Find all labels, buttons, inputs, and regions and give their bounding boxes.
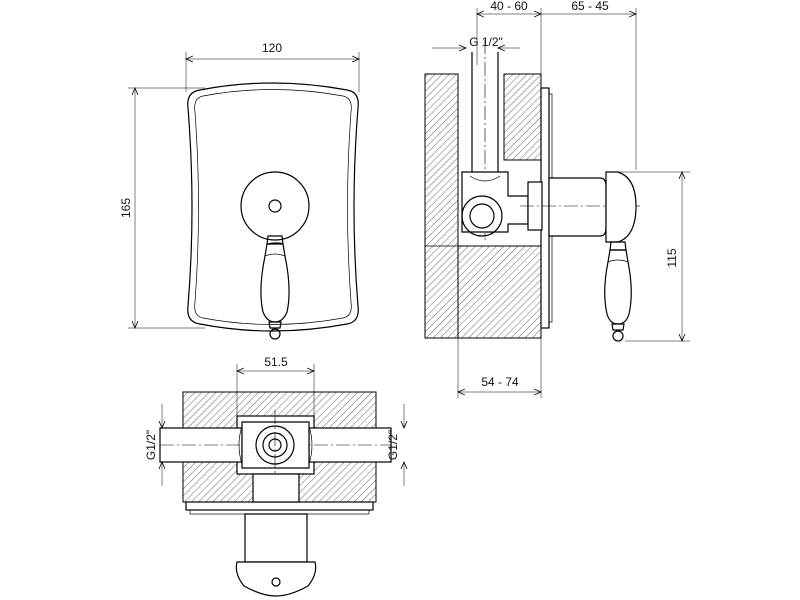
side-inlet-dimension: G 1/2" xyxy=(432,35,520,49)
bottom-view: 51.5 G1/2" G1/2 xyxy=(144,355,404,597)
side-projection-dimension: 65 - 45 xyxy=(541,0,636,170)
front-height-label: 165 xyxy=(119,198,133,218)
bottom-spacing-label: 51.5 xyxy=(264,355,288,369)
side-handle-height-dimension: 115 xyxy=(612,172,690,341)
side-rosette xyxy=(520,171,640,243)
bottom-inlet-pipes xyxy=(159,427,392,463)
bottom-inlet-left-label: G1/2" xyxy=(144,430,158,460)
side-wall-depth-label: 54 - 74 xyxy=(481,375,519,389)
cover-plate-inner-edge xyxy=(194,89,352,325)
side-valve-depth-dimension: 40 - 60 xyxy=(477,0,541,88)
cover-plate xyxy=(187,82,359,332)
bottom-cover-plate xyxy=(185,501,374,511)
front-width-label: 120 xyxy=(262,41,282,55)
bottom-handle-screw-icon xyxy=(271,577,281,587)
side-view: 40 - 60 65 - 45 G 1/2" xyxy=(424,0,690,398)
bottom-stem xyxy=(252,473,300,503)
valve-body xyxy=(461,171,529,237)
side-valve-depth-label: 40 - 60 xyxy=(490,0,528,13)
bottom-inlet-left-dimension: G1/2" xyxy=(144,404,162,486)
bottom-valve-body xyxy=(238,410,313,480)
front-view: 120 165 xyxy=(119,41,359,340)
wall-section-upper-right xyxy=(503,73,542,161)
lever-handle xyxy=(260,235,290,340)
side-lever-handle xyxy=(604,241,632,342)
side-projection-label: 65 - 45 xyxy=(571,0,609,13)
side-wall-depth-dimension: 54 - 74 xyxy=(458,338,541,398)
side-inlet-label: G 1/2" xyxy=(469,35,503,49)
wall-section-lower xyxy=(457,245,542,339)
handle-rosette xyxy=(240,171,310,241)
bottom-inlet-right-label: G1/2" xyxy=(386,430,400,460)
wall-section-left xyxy=(424,73,459,339)
bottom-inlet-right-dimension: G1/2" xyxy=(386,404,404,486)
bottom-rosette xyxy=(235,513,317,597)
side-handle-height-label: 115 xyxy=(665,248,679,267)
front-width-dimension: 120 xyxy=(186,41,359,92)
rosette-screw-icon xyxy=(268,199,282,213)
front-height-dimension: 165 xyxy=(119,88,205,328)
